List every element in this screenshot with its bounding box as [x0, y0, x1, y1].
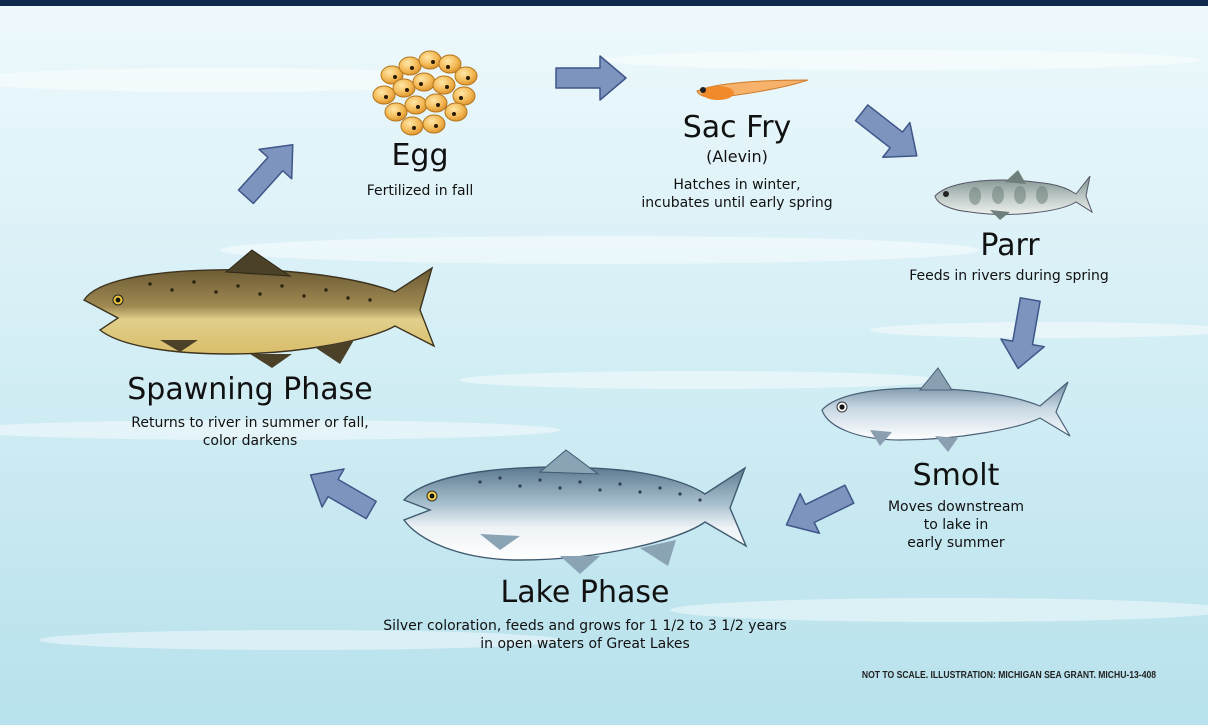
sac-fry-subtitle: (Alevin) [662, 148, 812, 166]
egg-title: Egg [360, 138, 480, 173]
spawning-phase-description: Returns to river in summer or fall, colo… [110, 414, 390, 450]
lake-phase-description: Silver coloration, feeds and grows for 1… [340, 617, 830, 653]
sac-fry-desc-line-2: incubates until early spring [626, 194, 848, 212]
sac-fry-title: Sac Fry [662, 110, 812, 145]
lake-phase-title: Lake Phase [480, 575, 690, 610]
lake-desc-line-1: Silver coloration, feeds and grows for 1… [340, 617, 830, 635]
egg-desc-line-1: Fertilized in fall [340, 182, 500, 200]
parr-desc-line-1: Feeds in rivers during spring [896, 267, 1122, 285]
sac-fry-desc-line-1: Hatches in winter, [626, 176, 848, 194]
smolt-description: Moves downstream to lake in early summer [876, 498, 1036, 552]
spawning-phase-title: Spawning Phase [120, 372, 380, 407]
egg-description: Fertilized in fall [340, 182, 500, 200]
parr-description: Feeds in rivers during spring [896, 267, 1122, 285]
spawning-desc-line-1: Returns to river in summer or fall, [110, 414, 390, 432]
parr-title: Parr [950, 228, 1070, 263]
top-band [0, 0, 1208, 6]
lake-desc-line-2: in open waters of Great Lakes [340, 635, 830, 653]
spawning-desc-line-2: color darkens [110, 432, 390, 450]
credit-line: NOT TO SCALE. ILLUSTRATION: MICHIGAN SEA… [862, 670, 1156, 681]
smolt-desc-line-3: early summer [876, 534, 1036, 552]
smolt-desc-line-2: to lake in [876, 516, 1036, 534]
sac-fry-description: Hatches in winter, incubates until early… [626, 176, 848, 212]
smolt-title: Smolt [896, 458, 1016, 493]
smolt-desc-line-1: Moves downstream [876, 498, 1036, 516]
